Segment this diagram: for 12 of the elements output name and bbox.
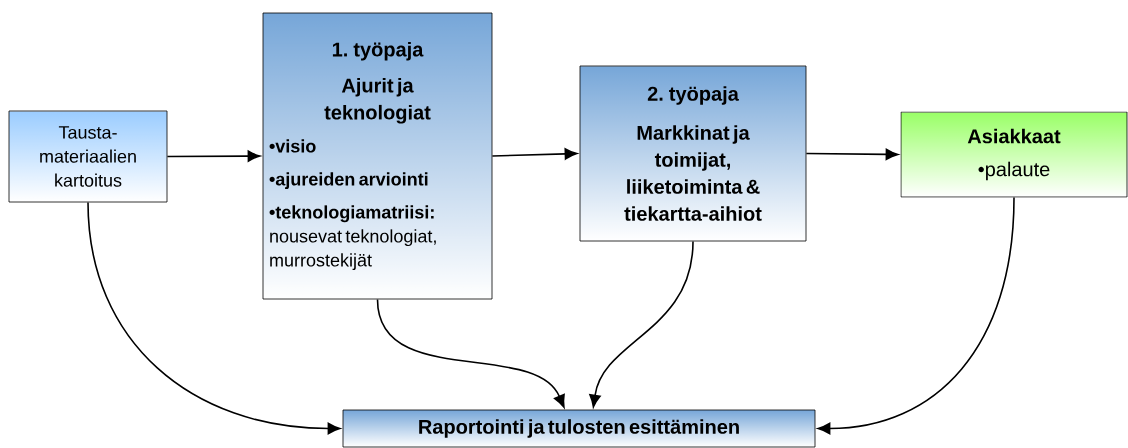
arrow: [166, 150, 261, 162]
arrow: [491, 148, 578, 160]
customer-box: Asiakkaat •palaute: [900, 111, 1128, 198]
workshop-box: 1. työpaja Ajurit ja teknologiat •visio •ajureiden arviointi •teknologiamatriisi: nousevat teknologiat, murrostekijät: [262, 12, 493, 300]
arrow: [805, 148, 899, 161]
arrow: [376, 298, 565, 408]
arrow: [817, 196, 1015, 435]
report-box: Raportointi ja tulosten esittäminen: [342, 409, 816, 448]
arrow: [589, 240, 694, 408]
arrow: [87, 201, 341, 435]
workshop-box: 2. työpaja Markkinat ja toimijat, liiketoiminta & tiekartta-aihiot: [579, 65, 807, 242]
process-box: Tausta-materiaalien kartoitus: [8, 110, 168, 203]
